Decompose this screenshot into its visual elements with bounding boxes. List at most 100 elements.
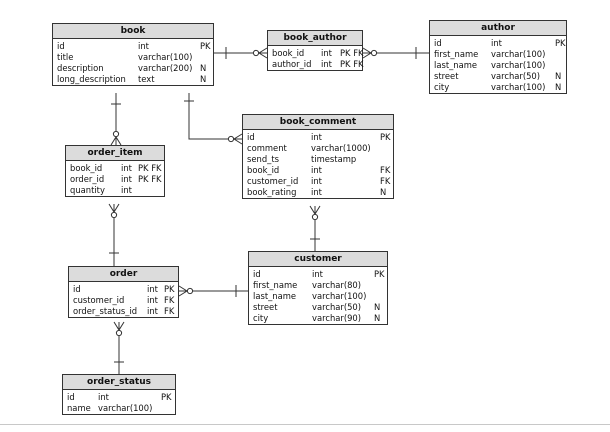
many-marker	[258, 47, 268, 59]
column-key: PK FK	[340, 48, 364, 58]
column-type: int	[491, 38, 502, 48]
column-row: first_name varchar(100)	[430, 49, 566, 60]
canvas-bottom-border	[0, 424, 610, 425]
column-name: city	[253, 313, 269, 323]
column-name: street	[434, 71, 459, 81]
column-key: N	[555, 82, 562, 92]
entity-title: book_comment	[243, 115, 393, 130]
column-name: id	[434, 38, 442, 48]
column-type: varchar(50)	[312, 302, 362, 312]
column-type: int	[321, 59, 332, 69]
column-row: id int PK	[249, 269, 387, 280]
zero-marker	[110, 211, 118, 219]
column-name: customer_id	[73, 295, 125, 305]
column-name: quantity	[70, 185, 105, 195]
column-name: city	[434, 82, 450, 92]
entity-title: book_author	[268, 31, 362, 46]
column-name: first_name	[253, 280, 298, 290]
column-key: FK	[380, 176, 391, 186]
column-name: id	[253, 269, 261, 279]
column-key: PK	[555, 38, 566, 48]
column-key: PK	[374, 269, 385, 279]
column-name: last_name	[434, 60, 478, 70]
column-name: book_id	[247, 165, 280, 175]
column-name: last_name	[253, 291, 297, 301]
column-name: first_name	[434, 49, 479, 59]
column-name: id	[57, 41, 65, 51]
zero-marker	[227, 135, 235, 143]
many-marker	[113, 321, 125, 331]
column-type: int	[121, 163, 132, 173]
column-type: int	[121, 174, 132, 184]
many-marker	[110, 136, 122, 146]
column-key: PK FK	[138, 174, 162, 184]
column-type: int	[138, 41, 149, 51]
column-name: order_status_id	[73, 306, 138, 316]
column-key: FK	[164, 306, 175, 316]
column-name: id	[247, 132, 255, 142]
column-type: varchar(50)	[491, 71, 541, 81]
column-type: varchar(80)	[312, 280, 362, 290]
column-key: PK FK	[340, 59, 364, 69]
entity-title: order_status	[63, 375, 175, 390]
relationship-book-book-comment	[188, 93, 242, 140]
column-name: id	[67, 392, 75, 402]
column-key: PK FK	[138, 163, 162, 173]
column-key: N	[380, 187, 387, 197]
column-type: varchar(100)	[98, 403, 153, 413]
column-key: PK	[380, 132, 391, 142]
zero-marker	[370, 49, 378, 57]
column-type: varchar(100)	[491, 49, 546, 59]
entity-title: author	[430, 21, 566, 36]
column-type: timestamp	[311, 154, 357, 164]
column-type: int	[312, 269, 323, 279]
column-row: id int PK	[430, 38, 566, 49]
column-type: int	[121, 185, 132, 195]
zero-marker	[112, 130, 120, 138]
entity-title: book	[53, 24, 213, 39]
column-row: first_name varchar(80)	[249, 280, 387, 291]
column-name: book_rating	[247, 187, 297, 197]
column-key: N	[555, 71, 562, 81]
column-name: id	[73, 284, 81, 294]
zero-marker	[252, 49, 260, 57]
column-name: description	[57, 63, 104, 73]
many-marker	[108, 203, 120, 213]
column-name: title	[57, 52, 74, 62]
many-marker	[362, 47, 372, 59]
column-type: varchar(90)	[312, 313, 362, 323]
column-name: comment	[247, 143, 287, 153]
zero-marker	[115, 329, 123, 337]
column-type: int	[321, 48, 332, 58]
column-type: varchar(100)	[138, 52, 193, 62]
column-type: text	[138, 74, 155, 84]
column-key: N	[200, 63, 207, 73]
